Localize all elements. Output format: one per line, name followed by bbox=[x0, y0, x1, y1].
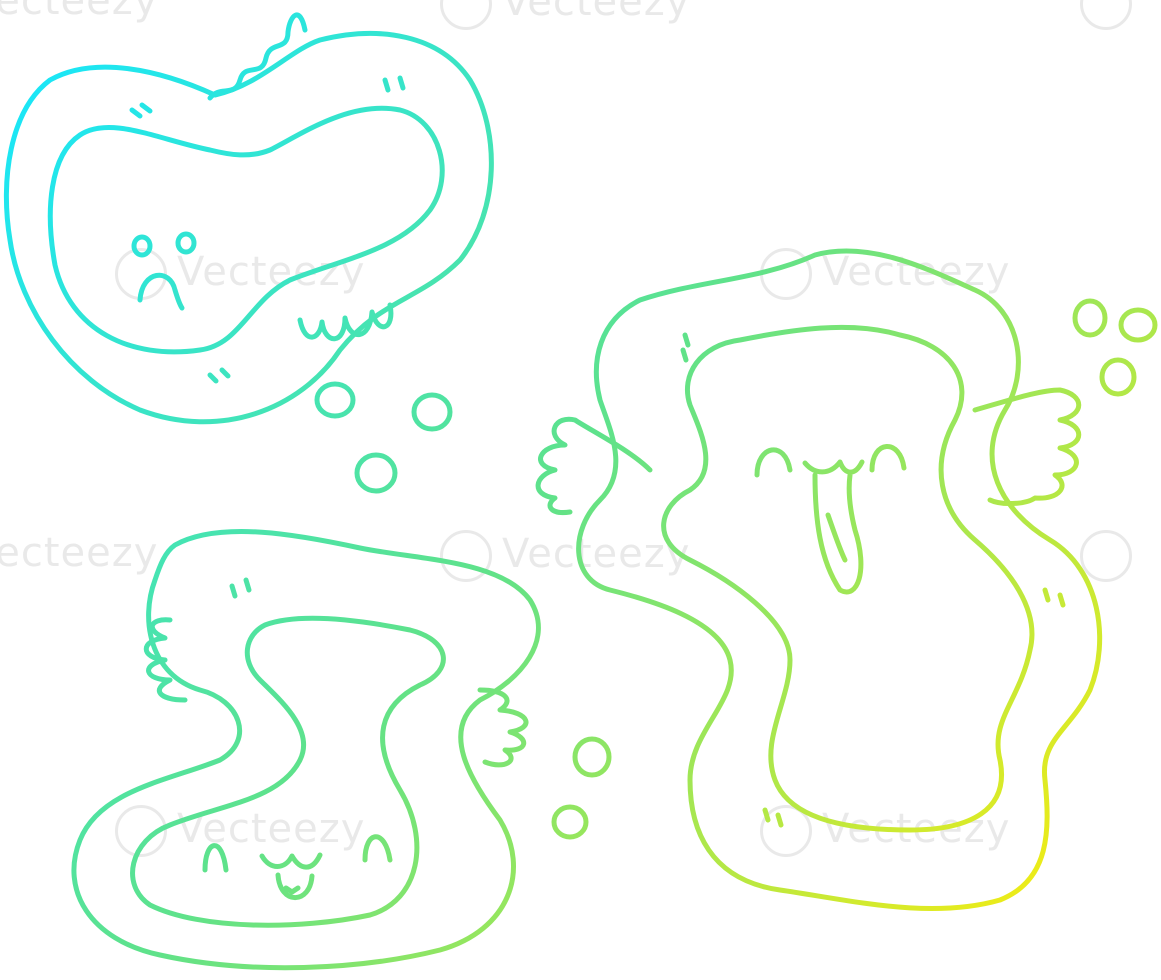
germ-outer-outline bbox=[3, 30, 494, 425]
eye-mark bbox=[1042, 587, 1066, 608]
watermark: Vecteezy bbox=[440, 0, 690, 30]
watermark bbox=[1080, 530, 1142, 582]
germ-hairs bbox=[972, 387, 1082, 506]
germ-outer-outline bbox=[576, 248, 1103, 912]
laughing-germ bbox=[535, 248, 1103, 912]
germ-hairs bbox=[477, 687, 529, 768]
right-eye bbox=[175, 231, 197, 255]
watermark: Vecteezy bbox=[115, 248, 365, 300]
left-eye bbox=[131, 234, 153, 258]
eye-mark bbox=[762, 807, 784, 828]
open-mouth bbox=[802, 459, 865, 595]
watermark: Vecteezy bbox=[0, 530, 159, 576]
right-eye-arc bbox=[362, 834, 393, 863]
eye-mark bbox=[680, 332, 691, 363]
smiling-germ bbox=[71, 529, 541, 971]
left-eye-arc bbox=[754, 447, 793, 478]
eye-mark bbox=[207, 367, 231, 384]
germ-hairs bbox=[207, 12, 308, 101]
germ-inner-outline bbox=[47, 105, 445, 355]
germ-hairs bbox=[143, 617, 188, 703]
eye-mark bbox=[229, 577, 252, 599]
watermark: Vecteezy bbox=[0, 0, 159, 24]
eye-mark bbox=[382, 75, 406, 93]
right-eye-arc bbox=[869, 444, 907, 473]
germ-hairs bbox=[535, 416, 653, 516]
watermark: Vecteezy bbox=[440, 530, 690, 582]
germ-inner-outline bbox=[661, 324, 1035, 833]
germ-outer-outline bbox=[71, 529, 541, 971]
watermark bbox=[1080, 0, 1142, 30]
eye-mark bbox=[129, 102, 153, 119]
germ-hairs bbox=[297, 302, 394, 342]
tongue-line bbox=[825, 512, 848, 563]
frowning-germ bbox=[3, 12, 494, 425]
left-eye-arc bbox=[202, 843, 229, 873]
frown-mouth bbox=[137, 272, 185, 311]
germ-inner-outline bbox=[130, 615, 446, 928]
smile-mouth bbox=[259, 852, 323, 901]
spores bbox=[314, 298, 1158, 840]
